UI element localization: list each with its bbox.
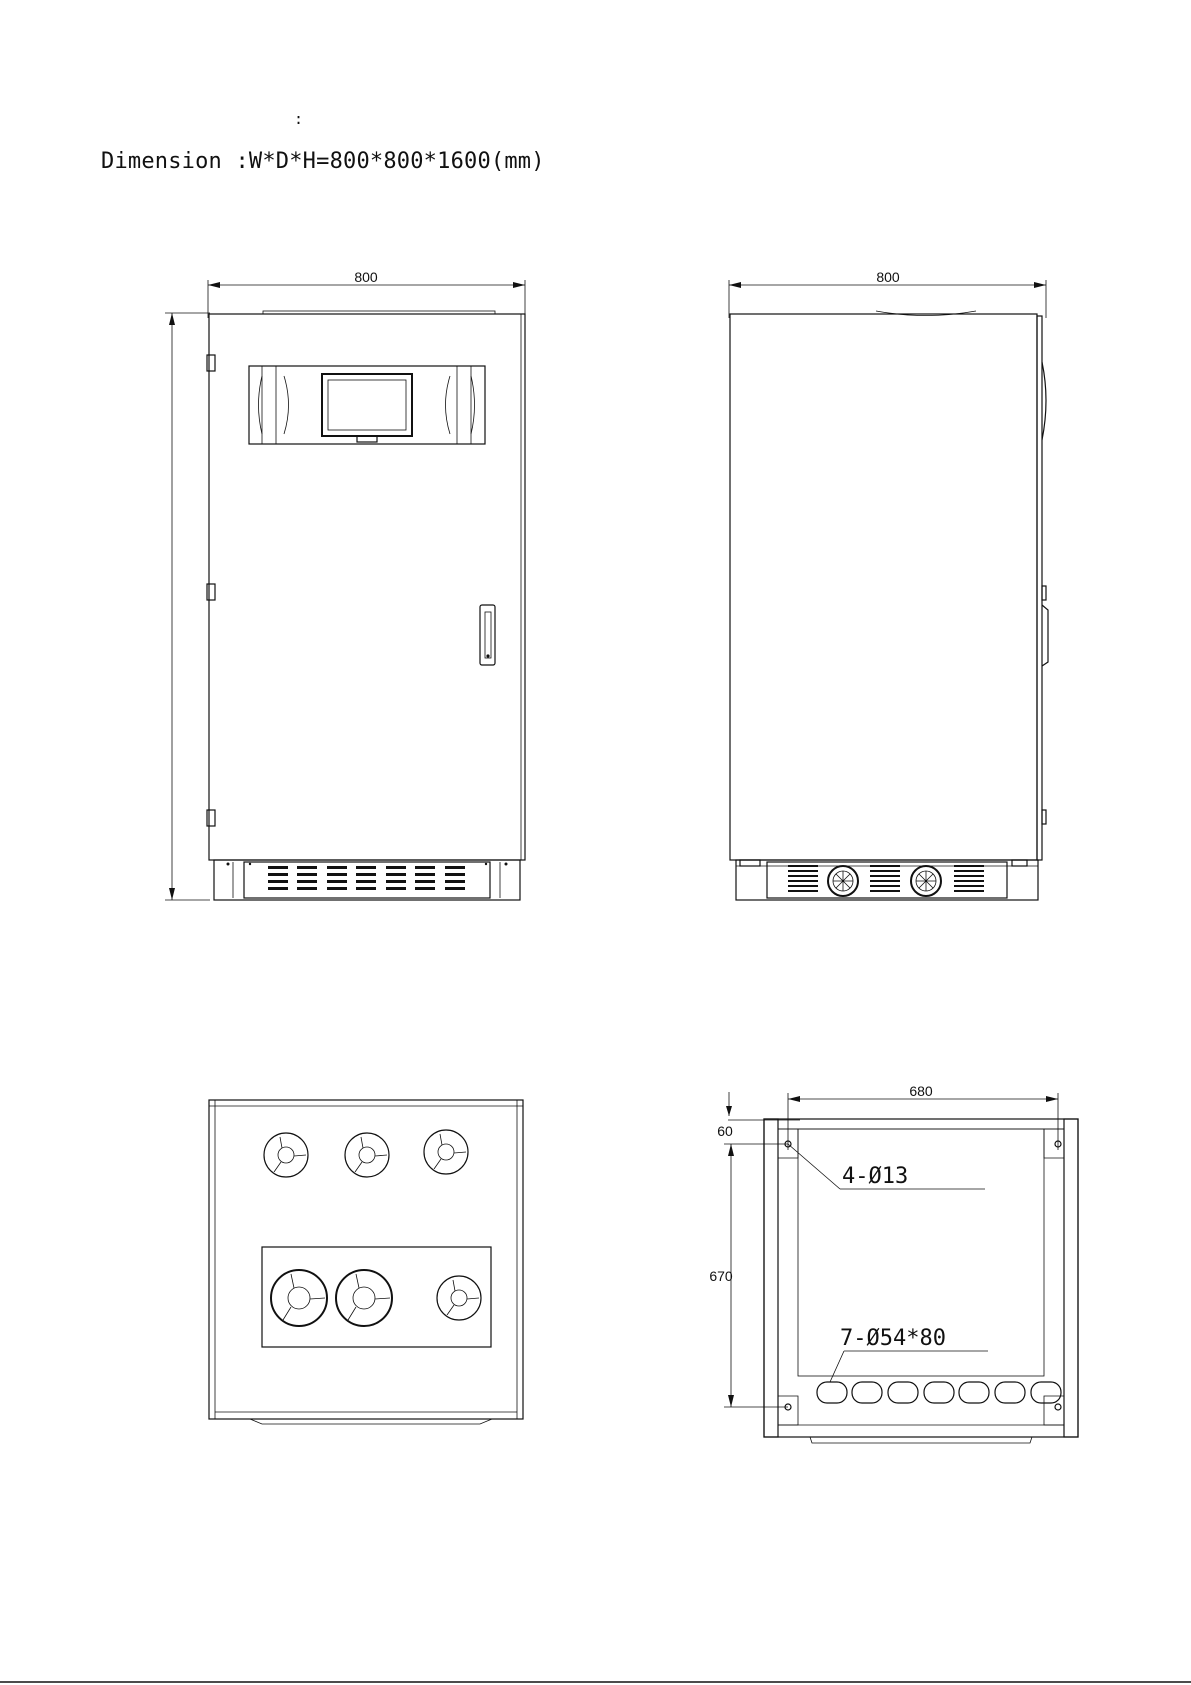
side-view: 800 bbox=[729, 269, 1048, 900]
fan-icon bbox=[828, 866, 858, 896]
cabinet-front bbox=[209, 314, 525, 860]
fan-icon bbox=[264, 1133, 308, 1177]
front-width-dimension: 800 bbox=[354, 269, 378, 285]
lcd-screen bbox=[322, 374, 412, 436]
fan-panel bbox=[262, 1247, 491, 1347]
vent-grille bbox=[268, 866, 465, 890]
side-plinth bbox=[736, 860, 1038, 900]
hinge bbox=[207, 355, 215, 371]
cable-holes-note: 7-Ø54*80 bbox=[840, 1326, 946, 1351]
mount-hole bbox=[1055, 1404, 1061, 1410]
vent-grille bbox=[788, 865, 984, 892]
front-plinth bbox=[214, 860, 520, 900]
door-handle bbox=[480, 605, 495, 665]
hinge bbox=[207, 584, 215, 600]
fan-icon bbox=[345, 1133, 389, 1177]
base-span-dimension: 680 bbox=[909, 1083, 933, 1099]
front-view: 800 bbox=[165, 269, 525, 900]
base-offset-dimension: 60 bbox=[717, 1123, 733, 1139]
side-depth-dimension: 800 bbox=[876, 269, 900, 285]
top-view bbox=[209, 1100, 523, 1424]
fan-icon bbox=[271, 1270, 327, 1326]
cabinet-side bbox=[730, 314, 1037, 860]
hinge bbox=[207, 810, 215, 826]
mount-holes-note: 4-Ø13 bbox=[842, 1164, 908, 1189]
fan-icon bbox=[424, 1130, 468, 1174]
fan-icon bbox=[911, 866, 941, 896]
fan-icon bbox=[336, 1270, 392, 1326]
cable-entry-slots bbox=[817, 1382, 1061, 1403]
base-depth-dimension: 670 bbox=[709, 1268, 733, 1284]
base-plan-view: 680 60 670 4-Ø13 bbox=[709, 1083, 1078, 1443]
display-panel bbox=[249, 366, 485, 444]
fan-icon bbox=[437, 1276, 481, 1320]
